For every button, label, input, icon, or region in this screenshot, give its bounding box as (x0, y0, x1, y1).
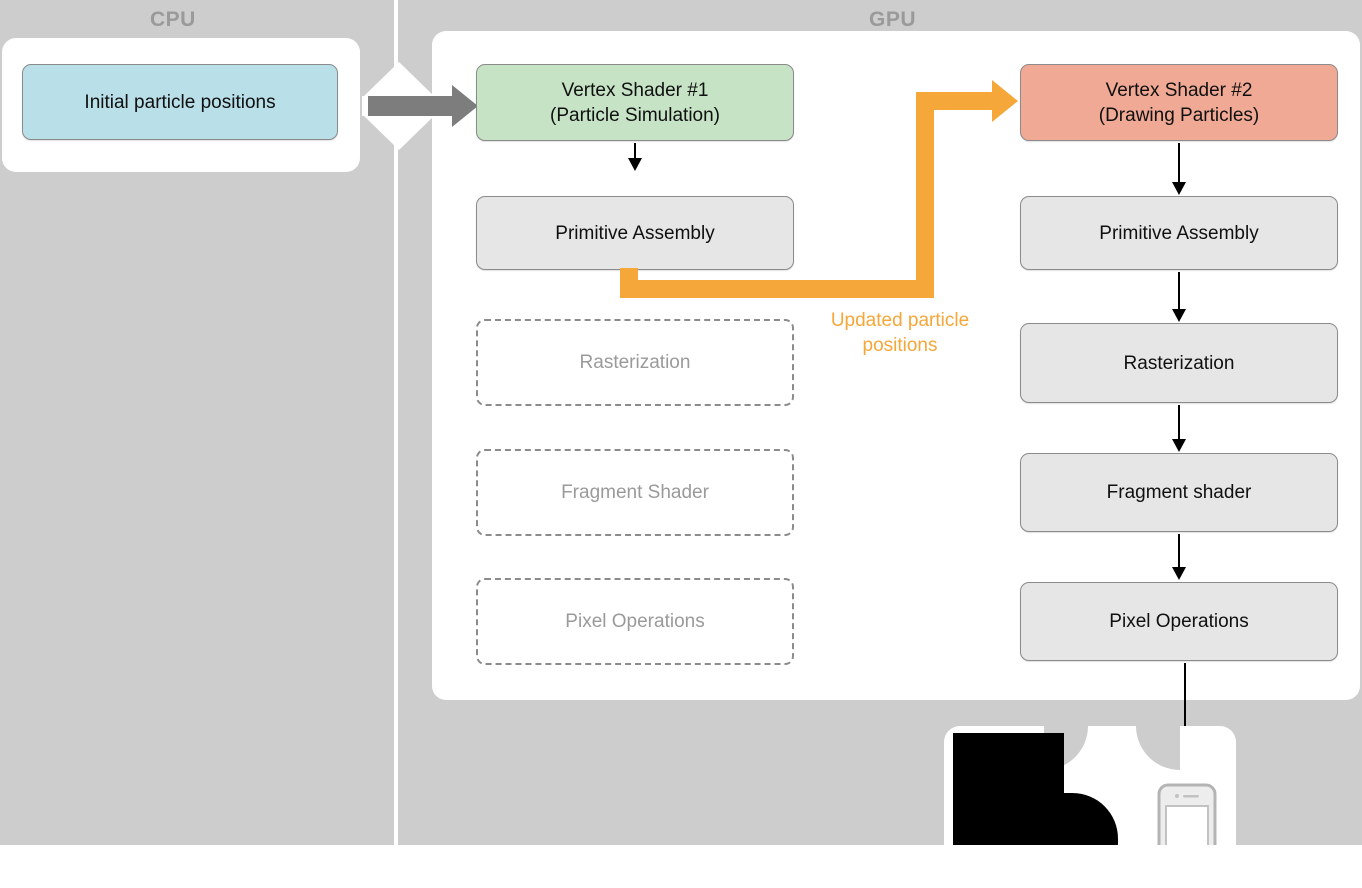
feedback-arrow-head (992, 80, 1018, 122)
node-label: Pixel Operations (565, 611, 705, 632)
node-label: Primitive Assembly (555, 222, 715, 244)
arrow-pa2-to-rast2 (1178, 272, 1180, 310)
node-fragment-shader-2[interactable]: Fragment shader (1020, 453, 1338, 532)
feedback-arrow-segment-horizontal-top (916, 92, 996, 110)
feedback-arrow-label: Updated particle positions (806, 308, 994, 358)
node-rasterization-2[interactable]: Rasterization (1020, 323, 1338, 403)
node-primitive-assembly-1[interactable]: Primitive Assembly (476, 196, 794, 270)
node-pixel-operations-2[interactable]: Pixel Operations (1020, 582, 1338, 661)
node-label: Fragment Shader (561, 482, 709, 503)
node-pixel-operations-1: Pixel Operations (476, 578, 794, 665)
node-label-line2: (Particle Simulation) (550, 104, 720, 126)
arrow-vs1-to-pa1 (634, 143, 636, 159)
panel-notch-top (362, 62, 436, 98)
cpu-gpu-divider (394, 0, 398, 845)
bottom-white-strip (0, 845, 1362, 888)
node-primitive-assembly-2[interactable]: Primitive Assembly (1020, 196, 1338, 270)
node-label-line1: Vertex Shader #1 (561, 79, 709, 101)
node-vertex-shader-2[interactable]: Vertex Shader #2 (Drawing Particles) (1020, 64, 1338, 141)
upload-arrow-shaft (368, 96, 454, 116)
arrow-to-device (1184, 663, 1186, 771)
node-label: Pixel Operations (1109, 611, 1249, 632)
gpu-section-label: GPU (869, 8, 917, 31)
node-label: Rasterization (1123, 352, 1235, 374)
node-vertex-shader-1[interactable]: Vertex Shader #1 (Particle Simulation) (476, 64, 794, 141)
node-label: Primitive Assembly (1099, 222, 1259, 244)
arrow-vs2-to-pa2 (1178, 143, 1180, 183)
feedback-label-line2: positions (862, 335, 938, 356)
node-fragment-shader-1: Fragment Shader (476, 449, 794, 536)
feedback-arrow-segment-vertical-right (916, 92, 934, 298)
upload-arrow-head (452, 85, 478, 127)
node-label: Initial particle positions (84, 91, 276, 113)
node-label: Fragment shader (1106, 482, 1252, 503)
node-label-line2: (Drawing Particles) (1098, 104, 1260, 126)
node-label-line1: Vertex Shader #2 (1105, 79, 1253, 101)
cpu-section-label: CPU (150, 8, 196, 31)
arrow-rast2-to-fs2 (1178, 405, 1180, 440)
node-initial-particle-positions[interactable]: Initial particle positions (22, 64, 338, 140)
node-rasterization-1: Rasterization (476, 319, 794, 406)
feedback-arrow-segment-horizontal-bottom (620, 280, 934, 298)
feedback-label-line1: Updated particle (830, 310, 970, 331)
node-label: Rasterization (579, 352, 691, 373)
arrow-fs2-to-px2 (1178, 534, 1180, 568)
panel-notch-bottom (362, 114, 436, 150)
